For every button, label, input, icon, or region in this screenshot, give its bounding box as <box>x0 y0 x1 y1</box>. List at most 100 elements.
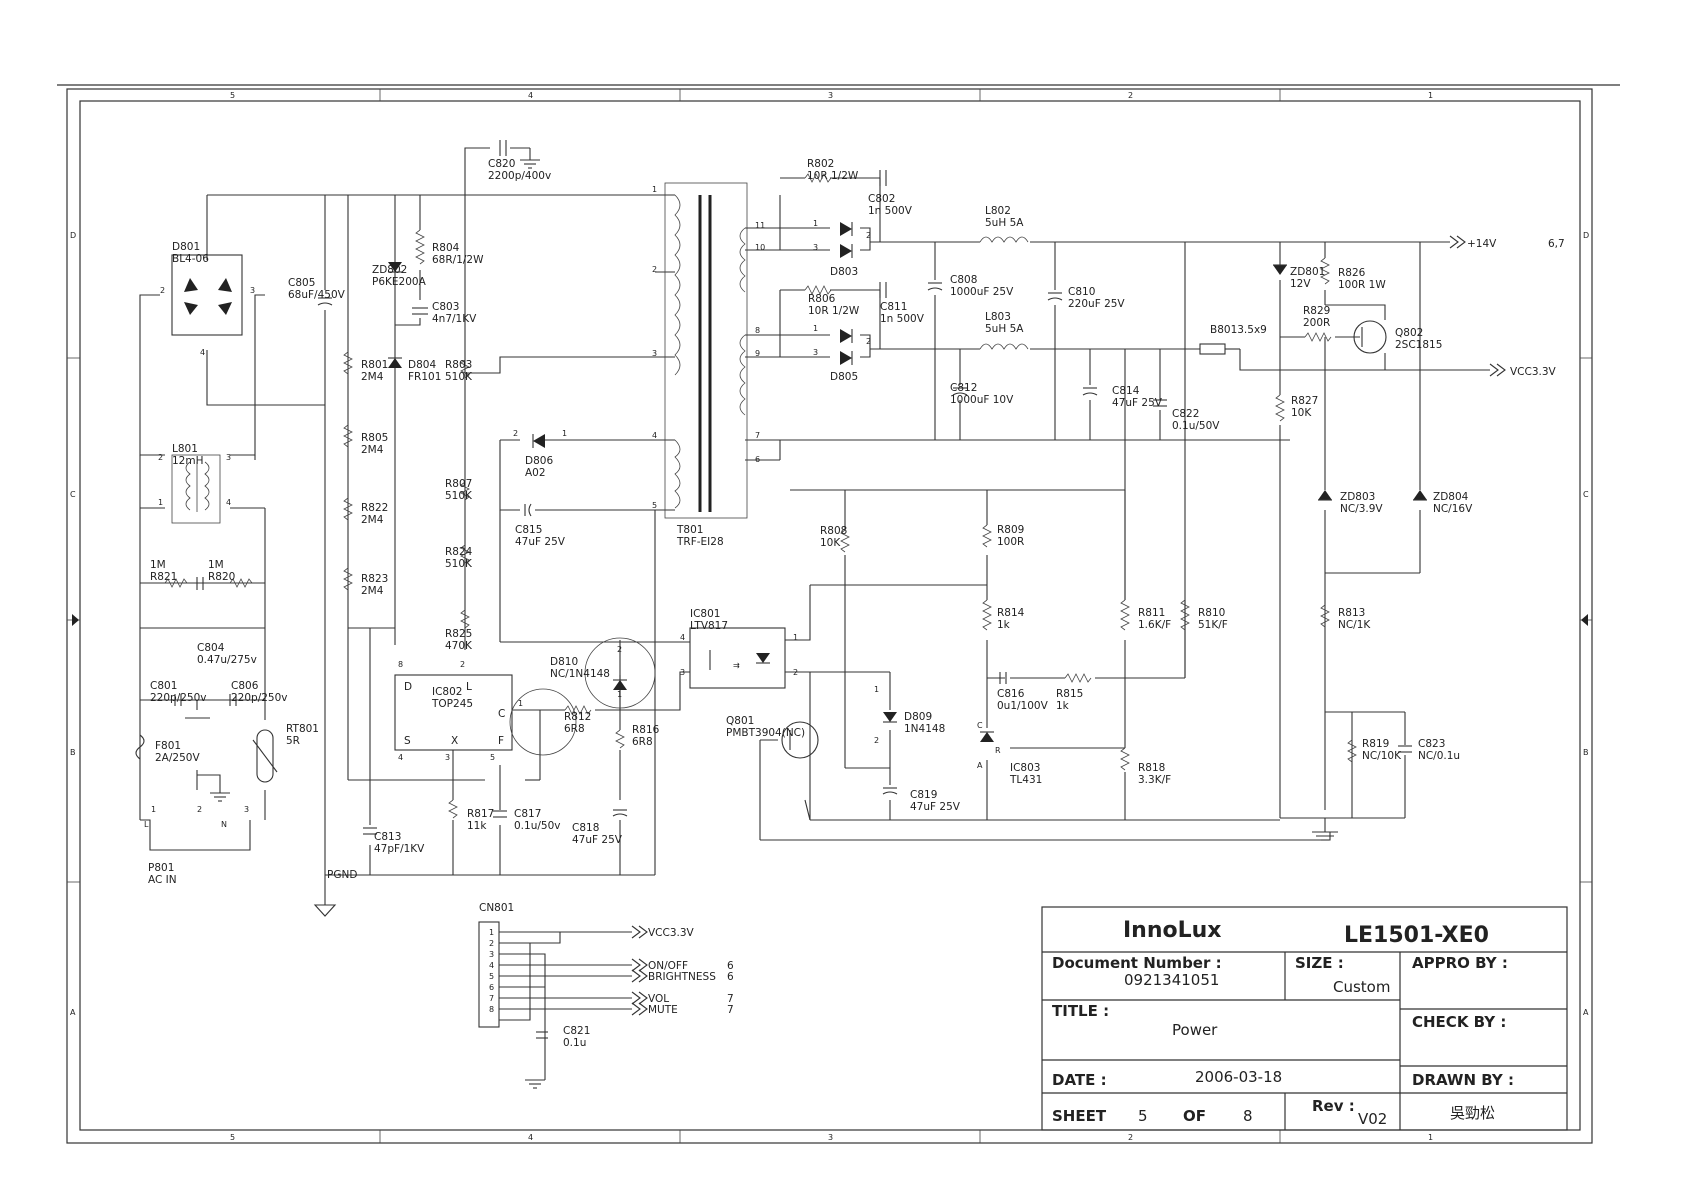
zone-row-left: A <box>70 1008 76 1017</box>
svg-text:1: 1 <box>813 219 818 228</box>
svg-text:3: 3 <box>652 349 657 358</box>
date-label: DATE : <box>1052 1071 1107 1089</box>
svg-text:⇉: ⇉ <box>733 661 740 670</box>
svg-text:C: C <box>498 708 505 720</box>
model-number: LE1501-XE0 <box>1344 923 1489 948</box>
svg-text:1: 1 <box>652 185 657 194</box>
capacitors <box>174 140 1412 1039</box>
label-cn_7a: 7 <box>727 993 734 1005</box>
svg-text:1: 1 <box>151 805 156 814</box>
of-value: 8 <box>1243 1107 1253 1125</box>
doc-number: 0921341051 <box>1124 971 1219 989</box>
svg-text:5: 5 <box>652 501 657 510</box>
zone-row-left: D <box>70 231 76 240</box>
center-mark-right <box>1581 614 1588 626</box>
zone-labels: 5 4 3 2 1 5 4 3 2 1 D C B A D C B A <box>70 91 1589 1142</box>
zone-col-top: 3 <box>828 91 833 100</box>
svg-text:L: L <box>144 820 149 829</box>
zone-col-bottom: 1 <box>1428 1133 1433 1142</box>
svg-text:2: 2 <box>617 645 622 654</box>
svg-text:1: 1 <box>518 699 523 708</box>
svg-text:2: 2 <box>489 939 494 948</box>
svg-text:2: 2 <box>158 453 163 462</box>
svg-text:D: D <box>404 681 412 693</box>
zone-col-bottom: 3 <box>828 1133 833 1142</box>
size-value: Custom <box>1333 978 1390 996</box>
svg-text:2: 2 <box>866 337 871 346</box>
svg-text:2: 2 <box>652 265 657 274</box>
diodes <box>388 222 1427 742</box>
svg-text:8: 8 <box>398 660 403 669</box>
label-d805: D805 <box>830 371 858 383</box>
zone-col-top: 4 <box>528 91 533 100</box>
svg-text:3: 3 <box>813 243 818 252</box>
svg-text:3: 3 <box>489 950 494 959</box>
net-arrows <box>631 235 1506 1016</box>
drawn-by-value: 吳勁松 <box>1450 1104 1495 1122</box>
label-p14v: +14V <box>1467 238 1497 250</box>
svg-text:5: 5 <box>489 972 494 981</box>
title-value: Power <box>1172 1021 1218 1039</box>
zone-col-bottom: 4 <box>528 1133 533 1142</box>
rev-label: Rev : <box>1312 1097 1355 1115</box>
svg-text:1: 1 <box>158 498 163 507</box>
inductors <box>979 236 1029 350</box>
svg-text:4: 4 <box>652 431 657 440</box>
outer-frame <box>66 88 1593 1144</box>
svg-text:9: 9 <box>755 349 760 358</box>
appro-label: APPRO BY : <box>1412 954 1508 972</box>
svg-text:4: 4 <box>489 961 494 970</box>
svg-text:1: 1 <box>489 928 494 937</box>
svg-text:6: 6 <box>489 983 494 992</box>
zone-col-bottom: 2 <box>1128 1133 1133 1142</box>
zone-col-bottom: 5 <box>230 1133 235 1142</box>
svg-text:3: 3 <box>445 753 450 762</box>
svg-text:7: 7 <box>489 994 494 1003</box>
rev-value: V02 <box>1358 1110 1387 1128</box>
svg-text:1: 1 <box>874 685 879 694</box>
svg-text:1: 1 <box>793 633 798 642</box>
protection-parts <box>135 729 278 783</box>
choke-l801 <box>171 454 221 524</box>
zone-col-top: 2 <box>1128 91 1133 100</box>
label-cn_vol: VOL <box>648 993 669 1005</box>
svg-text:8: 8 <box>489 1005 494 1014</box>
svg-text:F: F <box>498 735 504 747</box>
svg-text:2: 2 <box>513 429 518 438</box>
transistors <box>509 320 1387 759</box>
label-cn_6b: 6 <box>727 971 734 983</box>
label-cn_mute: MUTE <box>648 1004 678 1016</box>
